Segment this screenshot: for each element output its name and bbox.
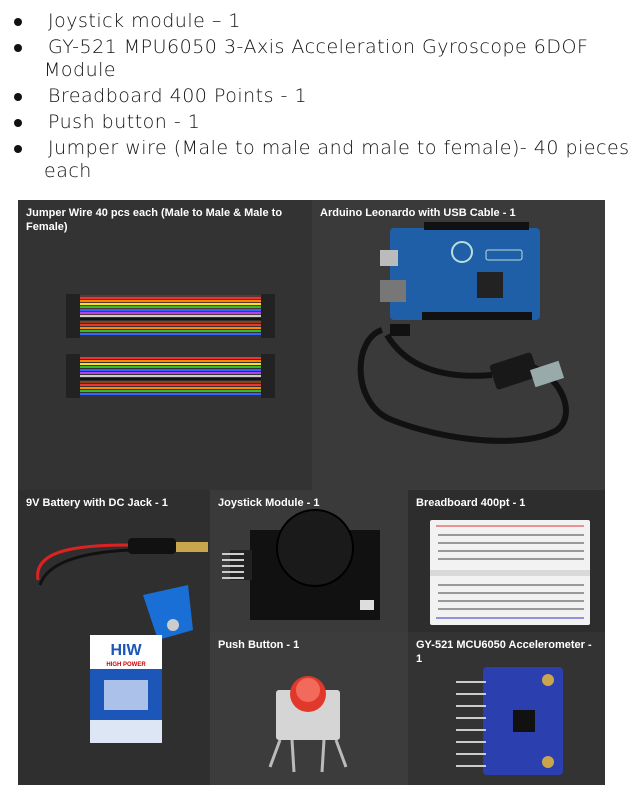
joystick-caption: Joystick Module - 1 xyxy=(218,497,320,509)
breadboard-illustration xyxy=(430,520,590,625)
list-item: Push button - 1 xyxy=(0,111,631,134)
arduino-caption: Arduino Leonardo with USB Cable - 1 xyxy=(320,207,516,219)
list-item-text: Breadboard 400 Points - 1 xyxy=(48,85,308,107)
joystick-panel: Joystick Module - 1 xyxy=(210,490,408,632)
breadboard-panel: Breadboard 400pt - 1 xyxy=(408,490,605,632)
push-button-panel: Push Button - 1 xyxy=(210,632,408,785)
arduino-panel: Arduino Leonardo with USB Cable - 1 xyxy=(312,200,605,490)
battery-illustration: HIW HIGH POWER xyxy=(36,538,208,743)
component-list: Joystick module – 1 GY-521 MPU6050 3-Axi… xyxy=(0,0,631,183)
kit-components-photo: Jumper Wire 40 pcs each (Male to Male & … xyxy=(18,200,605,785)
jumper-wire-illustration xyxy=(66,294,275,398)
list-item: Joystick module – 1 xyxy=(0,10,631,33)
push-button-illustration xyxy=(268,676,348,773)
battery-panel: HIW HIGH POWER 9V Battery with DC Jack -… xyxy=(18,490,210,785)
jumper-wire-caption: Jumper Wire 40 pcs each (Male to Male & … xyxy=(26,207,283,233)
bullet-icon xyxy=(14,145,22,153)
bullet-icon xyxy=(14,18,22,26)
list-item-text: Push button - 1 xyxy=(48,111,201,133)
bullet-icon xyxy=(14,119,22,127)
list-item: GY-521 MPU6050 3-Axis Acceleration Gyros… xyxy=(0,36,631,82)
push-button-caption: Push Button - 1 xyxy=(218,639,300,651)
list-item-text: GY-521 MPU6050 3-Axis Acceleration Gyros… xyxy=(44,36,589,81)
joystick-illustration xyxy=(222,509,380,620)
breadboard-caption: Breadboard 400pt - 1 xyxy=(416,497,526,509)
gy521-caption: GY-521 MCU6050 Accelerometer - 1 xyxy=(416,639,592,665)
list-item-text: Joystick module – 1 xyxy=(48,10,241,32)
battery-brand-text: HIW xyxy=(110,642,142,659)
jumper-wire-panel: Jumper Wire 40 pcs each (Male to Male & … xyxy=(18,200,312,490)
list-item-text: Jumper wire (Male to male and male to fe… xyxy=(44,137,630,182)
arduino-illustration xyxy=(357,222,569,444)
gy521-panel: GY-521 MCU6050 Accelerometer - 1 xyxy=(408,632,605,785)
gy521-illustration xyxy=(456,667,563,775)
bullet-icon xyxy=(14,44,22,52)
list-item: Jumper wire (Male to male and male to fe… xyxy=(0,137,631,183)
list-item: Breadboard 400 Points - 1 xyxy=(0,85,631,108)
battery-subtitle-text: HIGH POWER xyxy=(106,662,146,668)
battery-caption: 9V Battery with DC Jack - 1 xyxy=(26,497,168,509)
bullet-icon xyxy=(14,93,22,101)
